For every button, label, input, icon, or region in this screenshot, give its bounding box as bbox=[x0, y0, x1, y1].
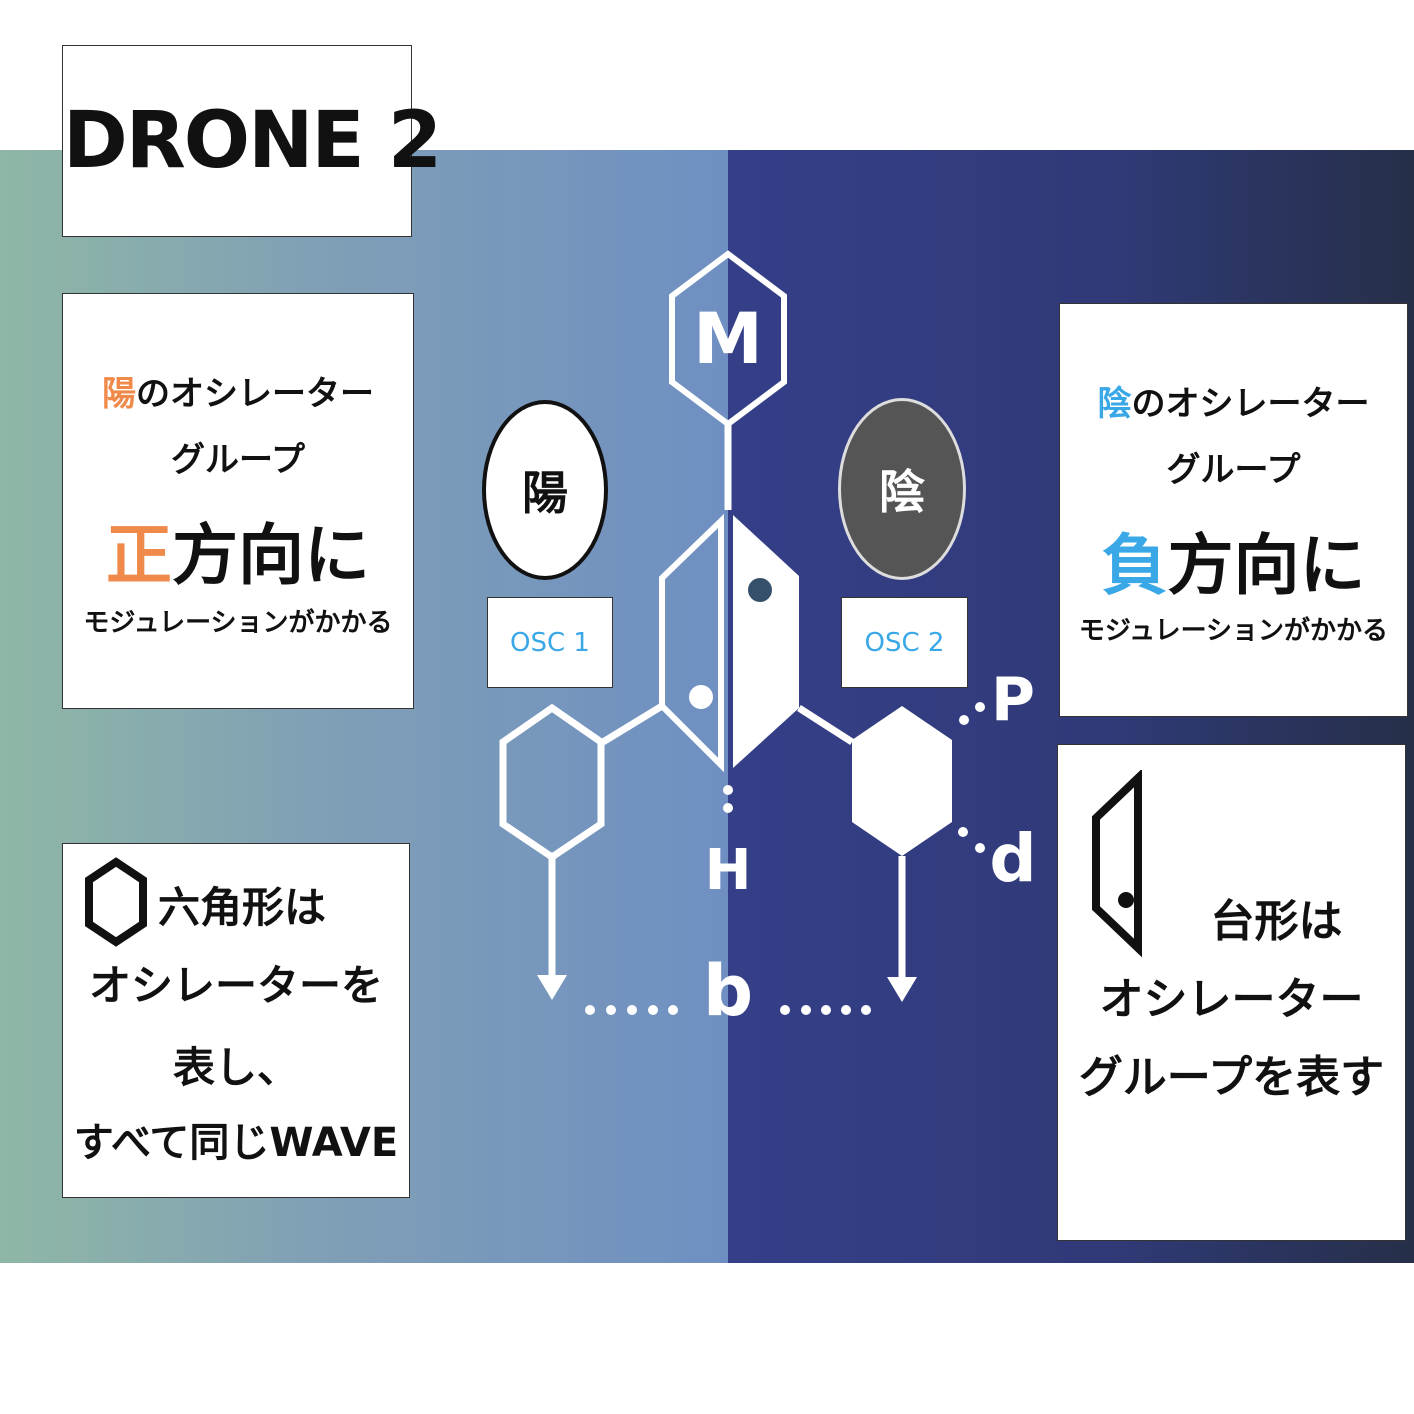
yin-line4: モジュレーションがかかる bbox=[1078, 616, 1389, 646]
yang-line2: グループ bbox=[171, 440, 305, 480]
right-trapezoid bbox=[733, 515, 799, 768]
yin-line1-rest: のオシレーター bbox=[1131, 384, 1370, 424]
title: DRONE 2 bbox=[63, 96, 442, 186]
yin-line3-rest: 方向に bbox=[1167, 527, 1366, 604]
left-trapezoid-dot bbox=[689, 685, 713, 709]
positive-accent: 正 bbox=[106, 517, 172, 594]
hexagon-icon bbox=[85, 857, 147, 947]
yang-circle: 陽 bbox=[482, 400, 608, 580]
b-right-dots bbox=[780, 1005, 871, 1015]
osc2-label: OSC 2 bbox=[841, 597, 968, 688]
trap-line2: オシレーター bbox=[1099, 974, 1364, 1025]
trap-line1: 台形は bbox=[1210, 896, 1343, 947]
b-left-dots bbox=[585, 1005, 678, 1015]
p-dots bbox=[959, 702, 985, 725]
title-box: DRONE 2 bbox=[62, 45, 442, 237]
yang-line3: 正方向に bbox=[63, 502, 413, 598]
right-connector bbox=[797, 705, 854, 745]
hex-line3: 表し、 bbox=[172, 1043, 299, 1092]
left-connector bbox=[601, 703, 664, 745]
yin-line3: 負方向に bbox=[1060, 512, 1407, 608]
b-label: b bbox=[702, 950, 754, 1032]
hex-line1: 六角形は bbox=[158, 883, 327, 932]
hex-line2: オシレーターを bbox=[88, 961, 383, 1010]
d-label: d bbox=[989, 820, 1037, 897]
yin-line2: グループ bbox=[1166, 450, 1301, 490]
h-dots bbox=[723, 785, 733, 813]
osc1-label: OSC 1 bbox=[487, 597, 613, 688]
yin-description-box: 陰のオシレーター グループ 負方向に モジュレーションがかかる bbox=[1059, 303, 1408, 717]
m-label: M bbox=[693, 298, 763, 380]
left-hexagon bbox=[499, 703, 605, 862]
hex-line4: すべて同じWAVE bbox=[73, 1120, 399, 1166]
yang-line1-rest: のオシレーター bbox=[136, 374, 374, 414]
trap-line3: グループを表す bbox=[1078, 1052, 1385, 1103]
yang-accent: 陽 bbox=[102, 374, 136, 414]
trapezoid-legend-box: 台形は オシレーター グループを表す bbox=[1057, 744, 1406, 1241]
yin-line1: 陰のオシレーター bbox=[1060, 376, 1407, 425]
left-arrowhead bbox=[537, 975, 567, 1000]
negative-accent: 負 bbox=[1101, 527, 1168, 604]
yin-accent: 陰 bbox=[1097, 384, 1132, 424]
h-label: H bbox=[704, 838, 752, 903]
p-label: P bbox=[991, 665, 1035, 735]
hexagon-legend-box: 六角形は オシレーターを 表し、 すべて同じWAVE bbox=[62, 843, 410, 1198]
yin-circle: 陰 bbox=[838, 398, 966, 580]
yang-line4: モジュレーションがかかる bbox=[83, 608, 393, 638]
yang-description-box: 陽のオシレーター グループ 正方向に モジュレーションがかかる bbox=[62, 293, 414, 709]
yang-line3-rest: 方向に bbox=[172, 517, 370, 594]
yang-line1: 陽のオシレーター bbox=[63, 366, 413, 415]
d-dots bbox=[958, 827, 985, 853]
right-arrowhead bbox=[887, 977, 917, 1002]
right-trapezoid-dot bbox=[748, 578, 772, 602]
left-trapezoid bbox=[659, 513, 724, 773]
trapezoid-icon bbox=[1092, 770, 1142, 958]
right-hexagon bbox=[852, 706, 952, 856]
